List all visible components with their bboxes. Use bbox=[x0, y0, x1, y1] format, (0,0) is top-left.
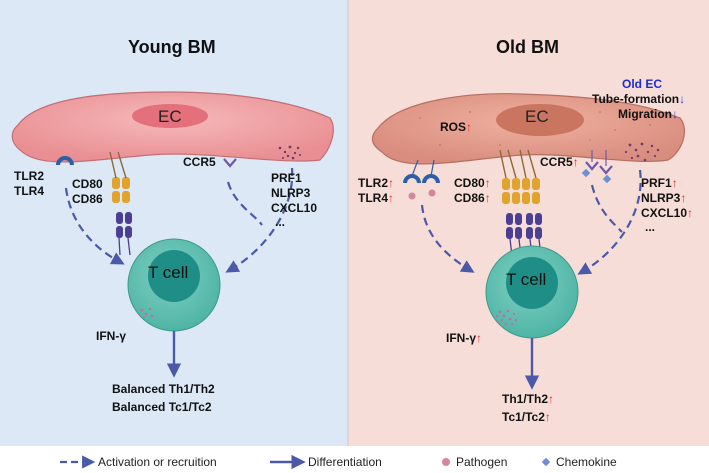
young-outcome-tc: Balanced Tc1/Tc2 bbox=[112, 400, 212, 414]
old-ros-label: ROS↑ bbox=[440, 120, 473, 134]
young-ccr5-receptor bbox=[223, 158, 237, 168]
old-cd80-label: CD80↑ bbox=[454, 176, 491, 190]
old-ccr5-recruit-line bbox=[590, 184, 623, 233]
young-ccr5-recruit-line bbox=[226, 181, 263, 226]
young-prf1-label: PRF1 bbox=[271, 171, 302, 185]
legend-pathogen-icon bbox=[442, 458, 450, 466]
old-factor-activation-arrow bbox=[577, 169, 642, 275]
old-ec-tube-formation: Tube-formation↓ bbox=[592, 92, 686, 106]
old-tlr-activation-arrow bbox=[420, 204, 475, 273]
legend-chemokine-icon bbox=[541, 457, 551, 467]
old-outcome-tc: Tc1/Tc2↑ bbox=[502, 410, 551, 424]
old-t-cell-nucleus bbox=[506, 257, 558, 309]
old-tcell-label: T cell bbox=[506, 270, 547, 289]
old-outcome-th: Th1/Th2↑ bbox=[502, 392, 555, 406]
old-cd86-label: CD86↑ bbox=[454, 191, 491, 205]
old-panel-title: Old BM bbox=[496, 37, 559, 57]
young-nlrp3-label: NLRP3 bbox=[271, 186, 311, 200]
young-ec-label: EC bbox=[158, 107, 182, 126]
young-factor-activation-arrow bbox=[225, 167, 294, 273]
young-ifn-label: IFN-γ bbox=[96, 329, 126, 343]
old-ec-migration: Migration↓ bbox=[618, 107, 678, 121]
young-outcome-th: Balanced Th1/Th2 bbox=[112, 382, 215, 396]
old-ellipsis: ... bbox=[645, 220, 656, 234]
old-ccr5-label: CCR5↑ bbox=[540, 155, 579, 169]
young-tlr2-label: TLR2 bbox=[14, 169, 44, 183]
legend-pathogen-label: Pathogen bbox=[456, 455, 508, 469]
young-ellipsis: ... bbox=[275, 215, 286, 229]
old-cxcl10-label: CXCL10↑ bbox=[641, 206, 694, 220]
young-ifn-granules bbox=[138, 307, 154, 318]
young-tlr4-label: TLR4 bbox=[14, 184, 44, 198]
young-cd86-label: CD86 bbox=[72, 192, 103, 206]
old-pathogen-1 bbox=[408, 192, 416, 200]
old-ec-texture bbox=[419, 111, 651, 146]
young-tlr-receptor bbox=[56, 156, 74, 166]
young-cd80-label: CD80 bbox=[72, 177, 103, 191]
old-pathogen-2 bbox=[428, 189, 436, 197]
old-tlr2-label: TLR2↑ bbox=[358, 176, 394, 190]
young-cxcl10-label: CXCL10 bbox=[271, 201, 318, 215]
young-panel-bg bbox=[0, 0, 348, 446]
old-nlrp3-label: NLRP3↑ bbox=[641, 191, 687, 205]
old-ccr5-receptors bbox=[585, 150, 613, 175]
young-granules bbox=[278, 145, 301, 160]
old-ifn-granules bbox=[495, 309, 518, 326]
young-ec-nucleus bbox=[132, 104, 208, 128]
young-t-cell-nucleus bbox=[148, 250, 200, 302]
old-ifn-label: IFN-γ↑ bbox=[446, 331, 482, 345]
young-costim-receptor bbox=[109, 151, 132, 256]
young-panel-title: Young BM bbox=[128, 37, 216, 57]
old-tlr-receptors bbox=[403, 159, 440, 184]
old-prf1-label: PRF1↑ bbox=[641, 176, 678, 190]
young-ccr5-label: CCR5 bbox=[183, 155, 216, 169]
old-costim-receptor bbox=[499, 149, 542, 257]
old-granules bbox=[624, 142, 660, 162]
legend-activation-label: Activation or recruition bbox=[98, 455, 217, 469]
young-tlr-activation-arrow bbox=[64, 187, 125, 265]
old-ec-label: EC bbox=[525, 107, 549, 126]
legend-chemokine-label: Chemokine bbox=[556, 455, 617, 469]
old-ec-nucleus bbox=[496, 104, 584, 136]
old-ec-title: Old EC bbox=[622, 77, 663, 91]
old-tlr4-label: TLR4↑ bbox=[358, 191, 394, 205]
young-tcell-label: T cell bbox=[148, 263, 189, 282]
legend-differentiation-label: Differentiation bbox=[308, 455, 382, 469]
